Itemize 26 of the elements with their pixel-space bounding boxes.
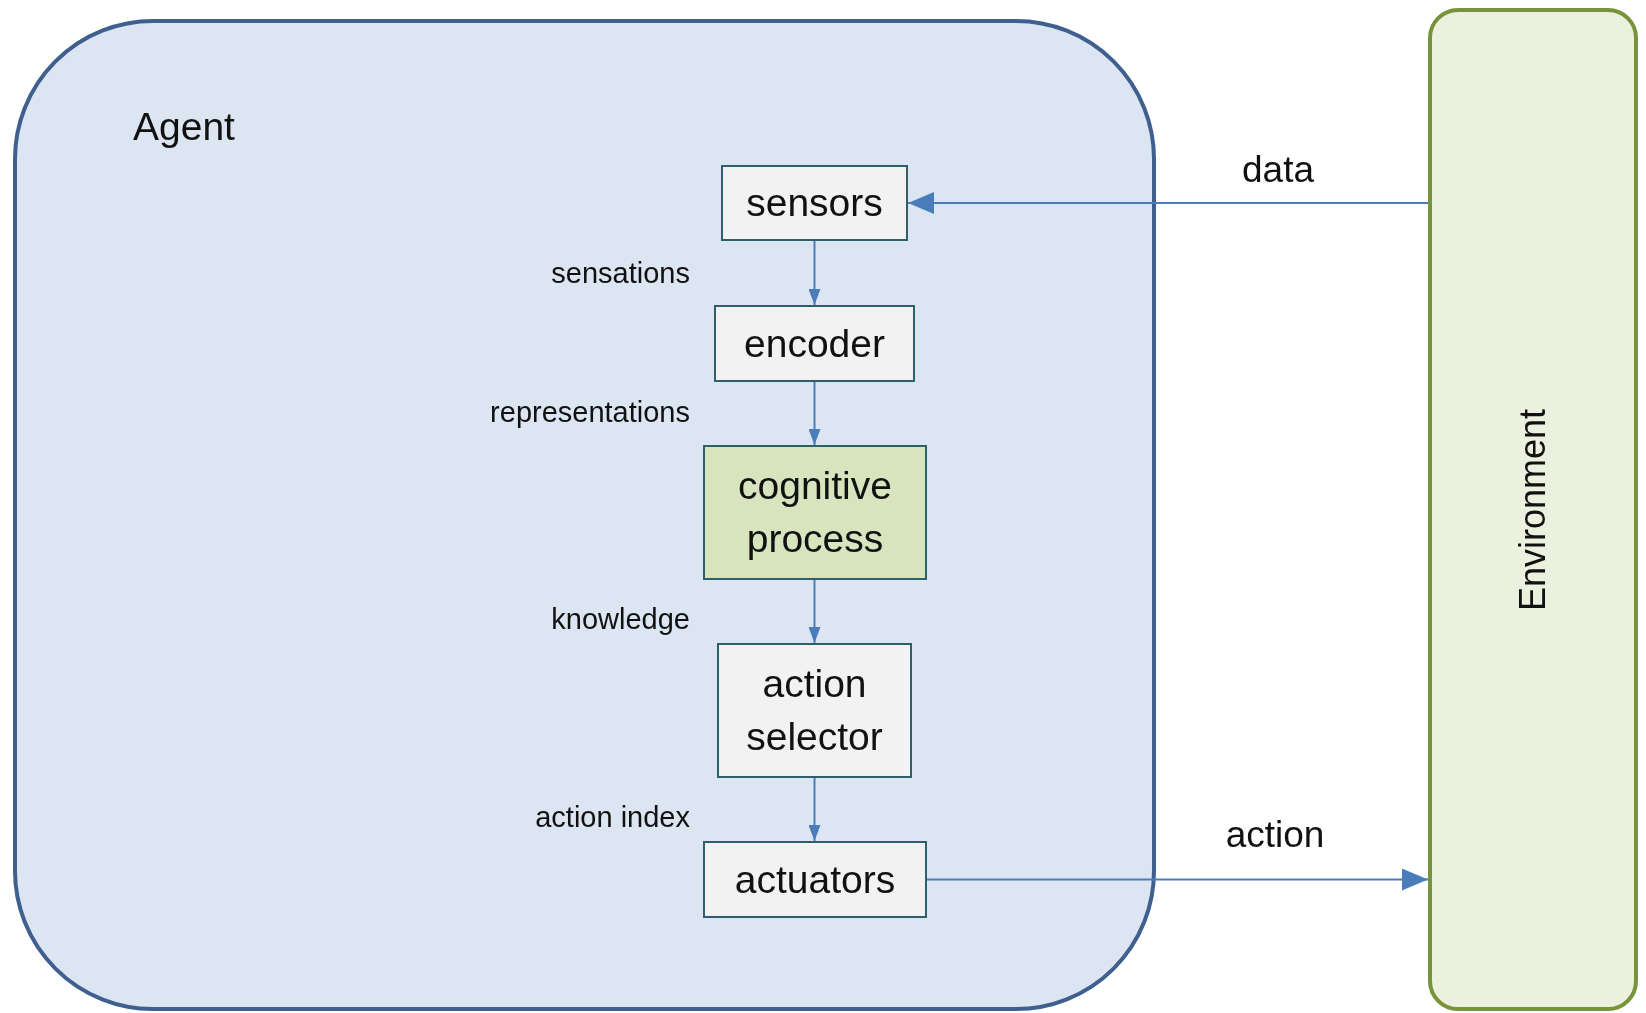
box-label: encoder (743, 320, 886, 367)
box-label: action selector (745, 660, 884, 761)
arrow (808, 381, 821, 446)
edge-label: representations (490, 394, 690, 430)
process-box (717, 643, 912, 778)
arrow (808, 579, 821, 644)
environment-label: Environment (1510, 408, 1554, 611)
process-box (703, 841, 927, 918)
box-label: actuators (733, 856, 897, 903)
arrow (926, 868, 1429, 891)
arrow (907, 192, 1429, 214)
edge-label: action index (535, 799, 690, 835)
edge-label: knowledge (551, 601, 690, 637)
process-box (721, 165, 908, 241)
edge-label: sensations (551, 255, 690, 291)
edge-label: data (1242, 147, 1314, 192)
edge-label: action (1225, 812, 1325, 857)
box-label: sensors (745, 180, 884, 227)
agent-container (13, 19, 1156, 1011)
agent-title: Agent (133, 104, 235, 150)
process-box (703, 445, 927, 580)
arrow (808, 240, 821, 306)
process-box (714, 305, 915, 382)
box-label: cognitive process (737, 462, 893, 563)
environment-panel (1428, 8, 1638, 1011)
arrow (808, 777, 821, 842)
